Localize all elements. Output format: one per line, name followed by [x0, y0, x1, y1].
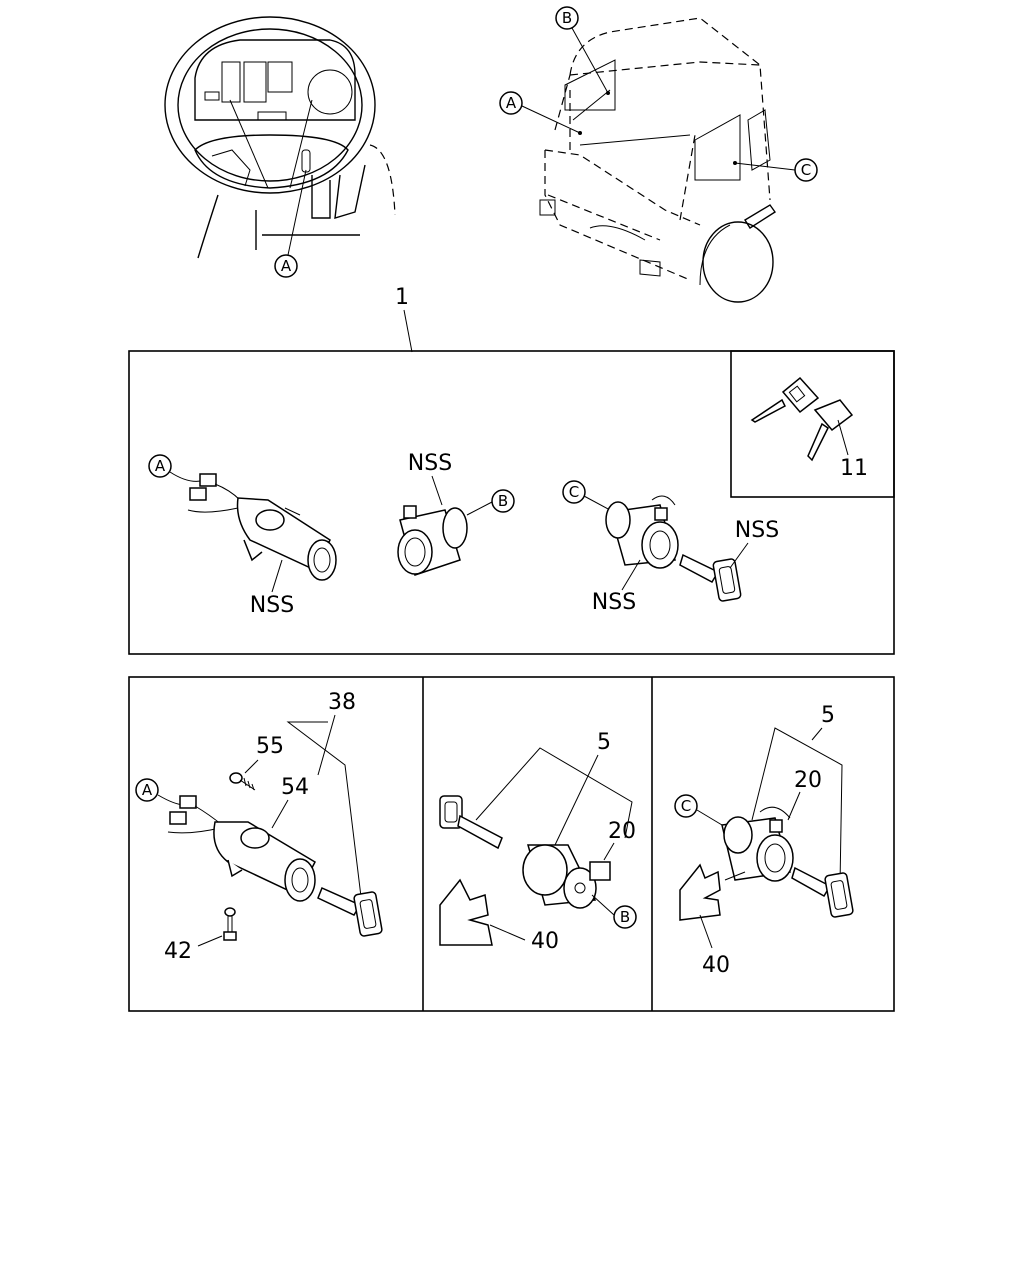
callout-a-label: A [142, 781, 153, 799]
callout-b-label: B [498, 492, 508, 510]
key-icon-c [679, 553, 742, 602]
bolt-number: 42 [164, 939, 192, 964]
callout-a-label: A [155, 457, 166, 475]
callout-c-cab: C [733, 158, 818, 182]
assembly-callout: 1 [395, 285, 413, 353]
lock-cylinder-c-breakdown-icon [721, 806, 794, 882]
key-icon-breakdown-1 [317, 886, 383, 937]
screw-icon [229, 772, 256, 791]
key-icon-breakdown-2 [439, 795, 503, 850]
nss-label-c: NSS [592, 590, 636, 615]
ignition-switch-icon [169, 471, 337, 581]
lock-set-frame [128, 350, 895, 655]
part-54-number: 54 [281, 775, 309, 800]
truck-cab-view [539, 17, 776, 303]
lock-cylinder-b-breakdown-icon [522, 844, 611, 909]
parts-breakdown-frame [128, 676, 895, 1012]
bolt-icon [223, 907, 237, 941]
callout-a-steering: A [274, 254, 298, 278]
key-pair-icon [750, 376, 854, 462]
clip-number-c: 40 [702, 953, 730, 978]
callout-c-lock: C [562, 480, 611, 511]
part-20-number-c: 20 [794, 768, 822, 793]
callout-b-cab: B [555, 6, 610, 95]
clip-number-b: 40 [531, 929, 559, 954]
steering-wheel-view [164, 16, 396, 259]
callout-c-label: C [681, 797, 691, 815]
callout-a-ignition: A [148, 454, 172, 478]
clip-icon-b [439, 878, 493, 946]
callout-a-breakdown: A [135, 778, 159, 802]
assembly-number: 1 [395, 285, 409, 310]
lock-number-b: 5 [597, 730, 611, 755]
ignition-switch-breakdown-icon [157, 794, 316, 902]
clip-icon-c [679, 863, 721, 921]
key-set-number: 11 [840, 456, 868, 481]
lock-number-c: 5 [821, 703, 835, 728]
nss-label-ignition: NSS [250, 593, 294, 618]
part-20-number-b: 20 [608, 819, 636, 844]
key-icon-breakdown-3 [791, 866, 854, 918]
callout-a-cab: A [499, 91, 582, 135]
callout-b-label: B [620, 908, 630, 926]
callout-b-lock: B [466, 489, 515, 516]
key-set-inset [730, 350, 895, 498]
callout-b-breakdown: B [591, 894, 637, 929]
screw-number: 55 [256, 734, 284, 759]
callout-c-label: C [801, 161, 811, 179]
switch-assembly-number: 38 [328, 690, 356, 715]
door-lock-cylinder-c-icon [605, 495, 679, 569]
callout-c-breakdown: C [674, 794, 723, 826]
door-lock-cylinder-b-icon [397, 505, 468, 576]
callout-a-label: A [281, 257, 292, 275]
nss-label-key: NSS [735, 518, 779, 543]
callout-c-label: C [569, 483, 579, 501]
nss-label-b: NSS [408, 451, 452, 476]
callout-b-label: B [562, 9, 572, 27]
callout-a-label: A [506, 94, 517, 112]
